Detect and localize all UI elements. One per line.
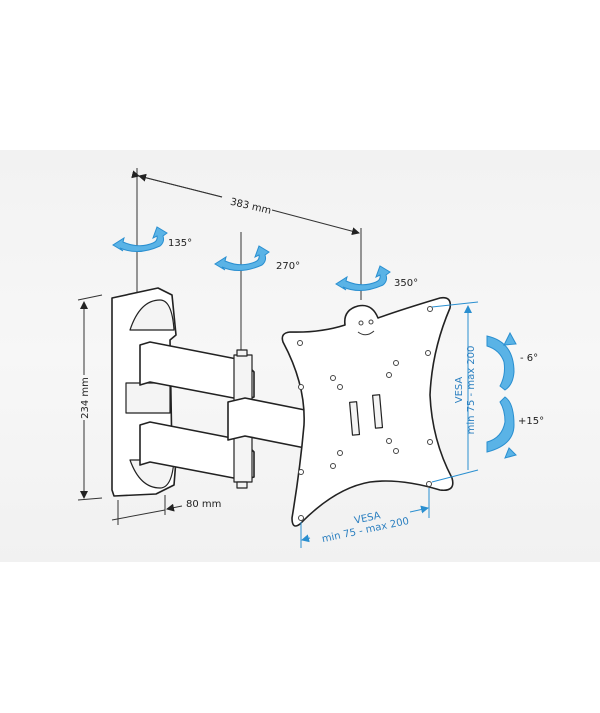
vesa-plate (281, 296, 454, 527)
rotation-plate-label: 350° (394, 278, 418, 289)
height-label: 234 mm (80, 377, 91, 419)
vesa-vertical-range: min 75 - max 200 (466, 346, 477, 435)
mounting-holes (297, 306, 433, 521)
tilt-down-label: +15° (518, 416, 544, 427)
vesa-vertical-title: VESA (454, 377, 465, 404)
depth-label: 80 mm (186, 499, 221, 510)
vesa-vertical-dimension: VESA min 75 - max 200 (431, 301, 479, 483)
tilt-up-arrow-icon: - 6° (486, 331, 538, 391)
rotation-middle-label: 270° (276, 261, 300, 272)
rotation-arrow-icon: 135° (112, 226, 192, 252)
vesa-horizontal-title: VESA (353, 510, 381, 526)
depth-dimension: 80 mm (111, 495, 221, 525)
tilt-up-label: - 6° (520, 353, 538, 364)
rotation-wall-label: 135° (168, 238, 192, 249)
swing-arms (139, 341, 306, 489)
height-dimension: 234 mm (77, 294, 103, 501)
arm-length-label: 383 mm (229, 197, 272, 217)
rotation-arrow-icon: 270° (214, 245, 300, 272)
rotation-arrow-icon: 350° (335, 265, 418, 291)
arm-length-dimension: 383 mm (131, 170, 360, 236)
tilt-down-arrow-icon: +15° (486, 396, 544, 459)
